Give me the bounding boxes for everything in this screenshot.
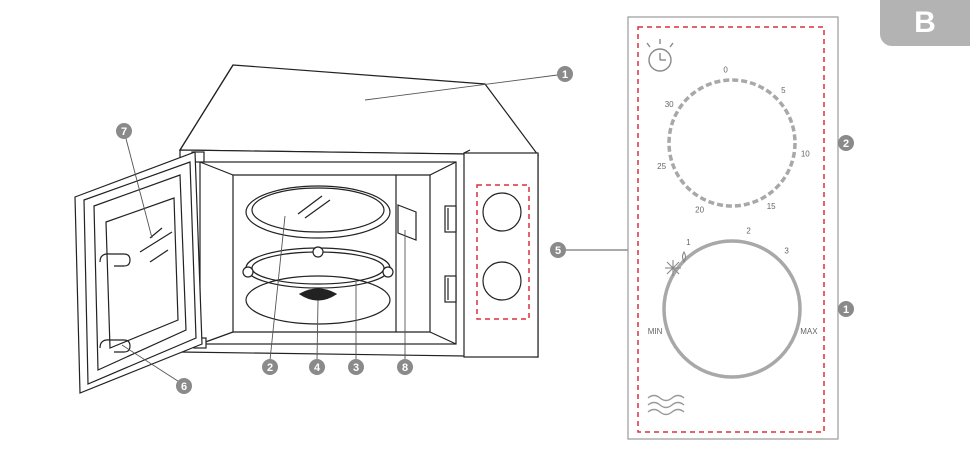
door-hook-lower: [99, 339, 131, 353]
svg-text:8: 8: [402, 362, 408, 374]
latch-slot-lower: [444, 275, 457, 303]
housing-top: [178, 64, 540, 156]
callout-door-window: 7: [116, 123, 132, 139]
door-window: [105, 197, 179, 349]
timer-dial: [667, 78, 797, 208]
power-dial: [662, 239, 802, 379]
svg-text:3: 3: [353, 362, 359, 374]
section-tab: B: [880, 0, 970, 46]
tick-label: 25: [657, 162, 666, 171]
callout-timer-knob: 2: [838, 135, 854, 151]
tick-label: 3: [784, 247, 789, 256]
svg-text:6: 6: [181, 381, 187, 393]
callout-coupler: 4: [309, 359, 325, 375]
control-column: [463, 152, 539, 358]
timer-tick-labels: 0 5 10 15 20 25 30: [657, 65, 810, 214]
timer-knob-small: [482, 192, 522, 232]
tick-label: 30: [665, 100, 674, 109]
panel-dashed-outline: [637, 26, 825, 433]
svg-text:5: 5: [555, 245, 561, 257]
microwave-body: [178, 64, 540, 358]
tick-label: 1: [686, 238, 691, 247]
svg-text:2: 2: [843, 138, 849, 150]
callout-glass-tray: 2: [262, 359, 278, 375]
tick-label: MAX: [800, 327, 818, 336]
tick-label: 5: [781, 86, 786, 95]
tick-label: 15: [767, 202, 776, 211]
svg-text:4: 4: [314, 362, 321, 374]
defrost-icon: [665, 250, 687, 276]
tick-label: 0: [723, 65, 728, 74]
knob-dashed-outline: [476, 184, 530, 320]
callout-housing: 1: [557, 66, 573, 82]
heat-waves-icon: [647, 394, 685, 416]
callout-ring: 3: [348, 359, 364, 375]
door-hook-upper: [99, 253, 131, 267]
callout-waveguide-cover: 8: [397, 359, 413, 375]
callout-door-lock: 6: [176, 378, 192, 394]
door: [74, 151, 203, 394]
tick-label: MIN: [648, 327, 663, 336]
callout-badges: 1 2 4 3 8 5 7: [116, 66, 854, 394]
tick-label: 2: [746, 227, 751, 236]
tick-label: 20: [695, 206, 704, 215]
tick-label: 10: [801, 149, 810, 158]
svg-text:1: 1: [562, 69, 568, 81]
svg-text:2: 2: [267, 362, 273, 374]
power-knob-small: [482, 261, 522, 301]
coupler: [298, 288, 338, 301]
control-panel-frame: [627, 16, 839, 440]
svg-text:1: 1: [843, 304, 849, 316]
latch-slot-upper: [444, 205, 457, 233]
callout-control-panel: 5: [550, 242, 566, 258]
waveguide-cover: [397, 204, 417, 241]
callout-power-knob: 1: [838, 301, 854, 317]
svg-text:7: 7: [121, 126, 127, 138]
clock-icon: [646, 39, 674, 72]
